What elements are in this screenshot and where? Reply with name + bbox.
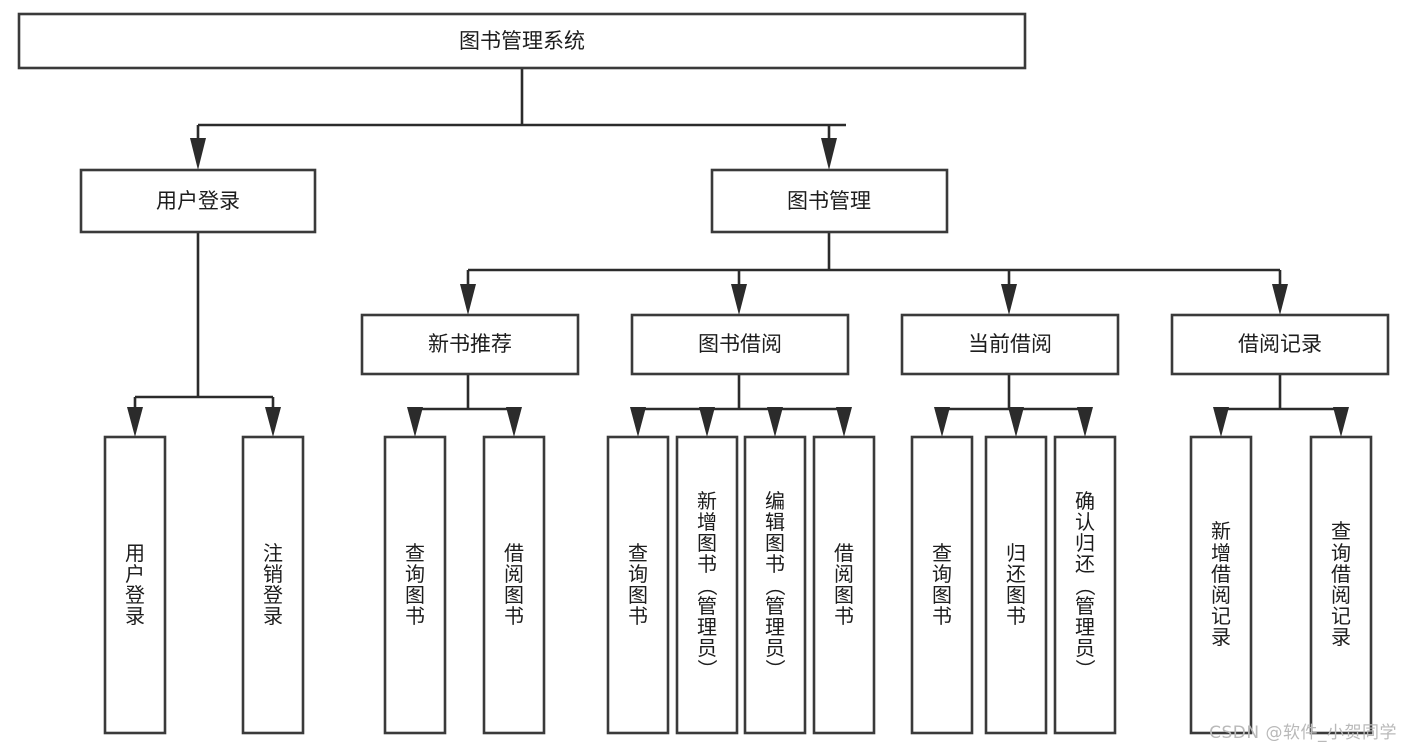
connector-group-book-borrow xyxy=(630,374,852,437)
node-leaf-return-book-box[interactable] xyxy=(984,435,1048,735)
arrow-head-user-login xyxy=(190,138,206,170)
node-book-management-box[interactable] xyxy=(710,168,949,234)
node-current-borrow-box[interactable] xyxy=(900,313,1120,376)
node-current-borrow-label: 当前借阅 xyxy=(968,332,1052,356)
node-leaf-user-login-box[interactable] xyxy=(103,435,167,735)
node-borrow-record[interactable]: 借阅记录 xyxy=(1170,313,1390,376)
arrow-head-leaf-borrow-book-1 xyxy=(506,407,522,437)
node-book-management[interactable]: 图书管理 xyxy=(710,168,949,234)
arrow-head-leaf-add-record xyxy=(1213,407,1229,437)
arrow-head-leaf-user-login xyxy=(127,407,143,437)
node-borrow-record-box[interactable] xyxy=(1170,313,1390,376)
arrow-head-leaf-query-book-2 xyxy=(630,407,646,437)
node-leaf-confirm-return-box[interactable] xyxy=(1053,435,1117,735)
arrow-head-leaf-return-book xyxy=(1008,407,1024,437)
connector-group-user-login xyxy=(127,232,281,437)
node-leaf-add-record-box[interactable] xyxy=(1189,435,1253,735)
node-leaf-borrow-book-2-box[interactable] xyxy=(812,435,876,735)
arrow-head-leaf-edit-book xyxy=(767,407,783,437)
node-book-management-label: 图书管理 xyxy=(787,189,871,213)
arrow-head-leaf-query-book-1 xyxy=(407,407,423,437)
node-leaf-query-record-box[interactable] xyxy=(1309,435,1373,735)
node-user-login-label: 用户登录 xyxy=(156,189,240,213)
watermark-text: CSDN @软件_小贺同学 xyxy=(1209,723,1397,743)
connector-group-borrow-record xyxy=(1213,374,1349,437)
node-book-borrow[interactable]: 图书借阅 xyxy=(630,313,850,376)
node-root-label: 图书管理系统 xyxy=(459,29,585,53)
node-root[interactable]: 图书管理系统 xyxy=(17,12,1027,70)
arrow-head-leaf-add-book xyxy=(699,407,715,437)
node-book-borrow-box[interactable] xyxy=(630,313,850,376)
node-current-borrow[interactable]: 当前借阅 xyxy=(900,313,1120,376)
connector-group-new-book-recommend xyxy=(407,374,522,437)
node-new-book-recommend-label: 新书推荐 xyxy=(428,332,512,356)
node-leaf-add-book-box[interactable] xyxy=(675,435,739,735)
connector-group-current-borrow xyxy=(934,374,1093,437)
arrow-head-leaf-query-book-3 xyxy=(934,407,950,437)
node-new-book-recommend[interactable]: 新书推荐 xyxy=(360,313,580,376)
node-leaf-query-book-2-box[interactable] xyxy=(606,435,670,735)
arrow-head-leaf-borrow-book-2 xyxy=(836,407,852,437)
arrow-head-leaf-logout xyxy=(265,407,281,437)
node-root-box[interactable] xyxy=(17,12,1027,70)
node-borrow-record-label: 借阅记录 xyxy=(1238,332,1322,356)
leaf-box-group xyxy=(103,435,1373,735)
node-user-login-box[interactable] xyxy=(79,168,317,234)
node-leaf-query-book-1-box[interactable] xyxy=(383,435,447,735)
node-leaf-borrow-book-1-box[interactable] xyxy=(482,435,546,735)
node-leaf-logout-box[interactable] xyxy=(241,435,305,735)
node-user-login[interactable]: 用户登录 xyxy=(79,168,317,234)
connector-group-root xyxy=(190,68,846,170)
connector-group-book-management xyxy=(460,232,1288,315)
arrow-head-current-borrow xyxy=(1001,284,1017,315)
arrow-head-leaf-query-record xyxy=(1333,407,1349,437)
arrow-head-borrow-record xyxy=(1272,284,1288,315)
arrow-head-leaf-confirm-return xyxy=(1077,407,1093,437)
node-leaf-query-book-3-box[interactable] xyxy=(910,435,974,735)
node-leaf-edit-book-box[interactable] xyxy=(743,435,807,735)
node-book-borrow-label: 图书借阅 xyxy=(698,332,782,356)
arrow-head-book-management xyxy=(821,138,837,170)
arrow-head-book-borrow xyxy=(731,284,747,315)
node-new-book-recommend-box[interactable] xyxy=(360,313,580,376)
arrow-head-new-book-recommend xyxy=(460,284,476,315)
